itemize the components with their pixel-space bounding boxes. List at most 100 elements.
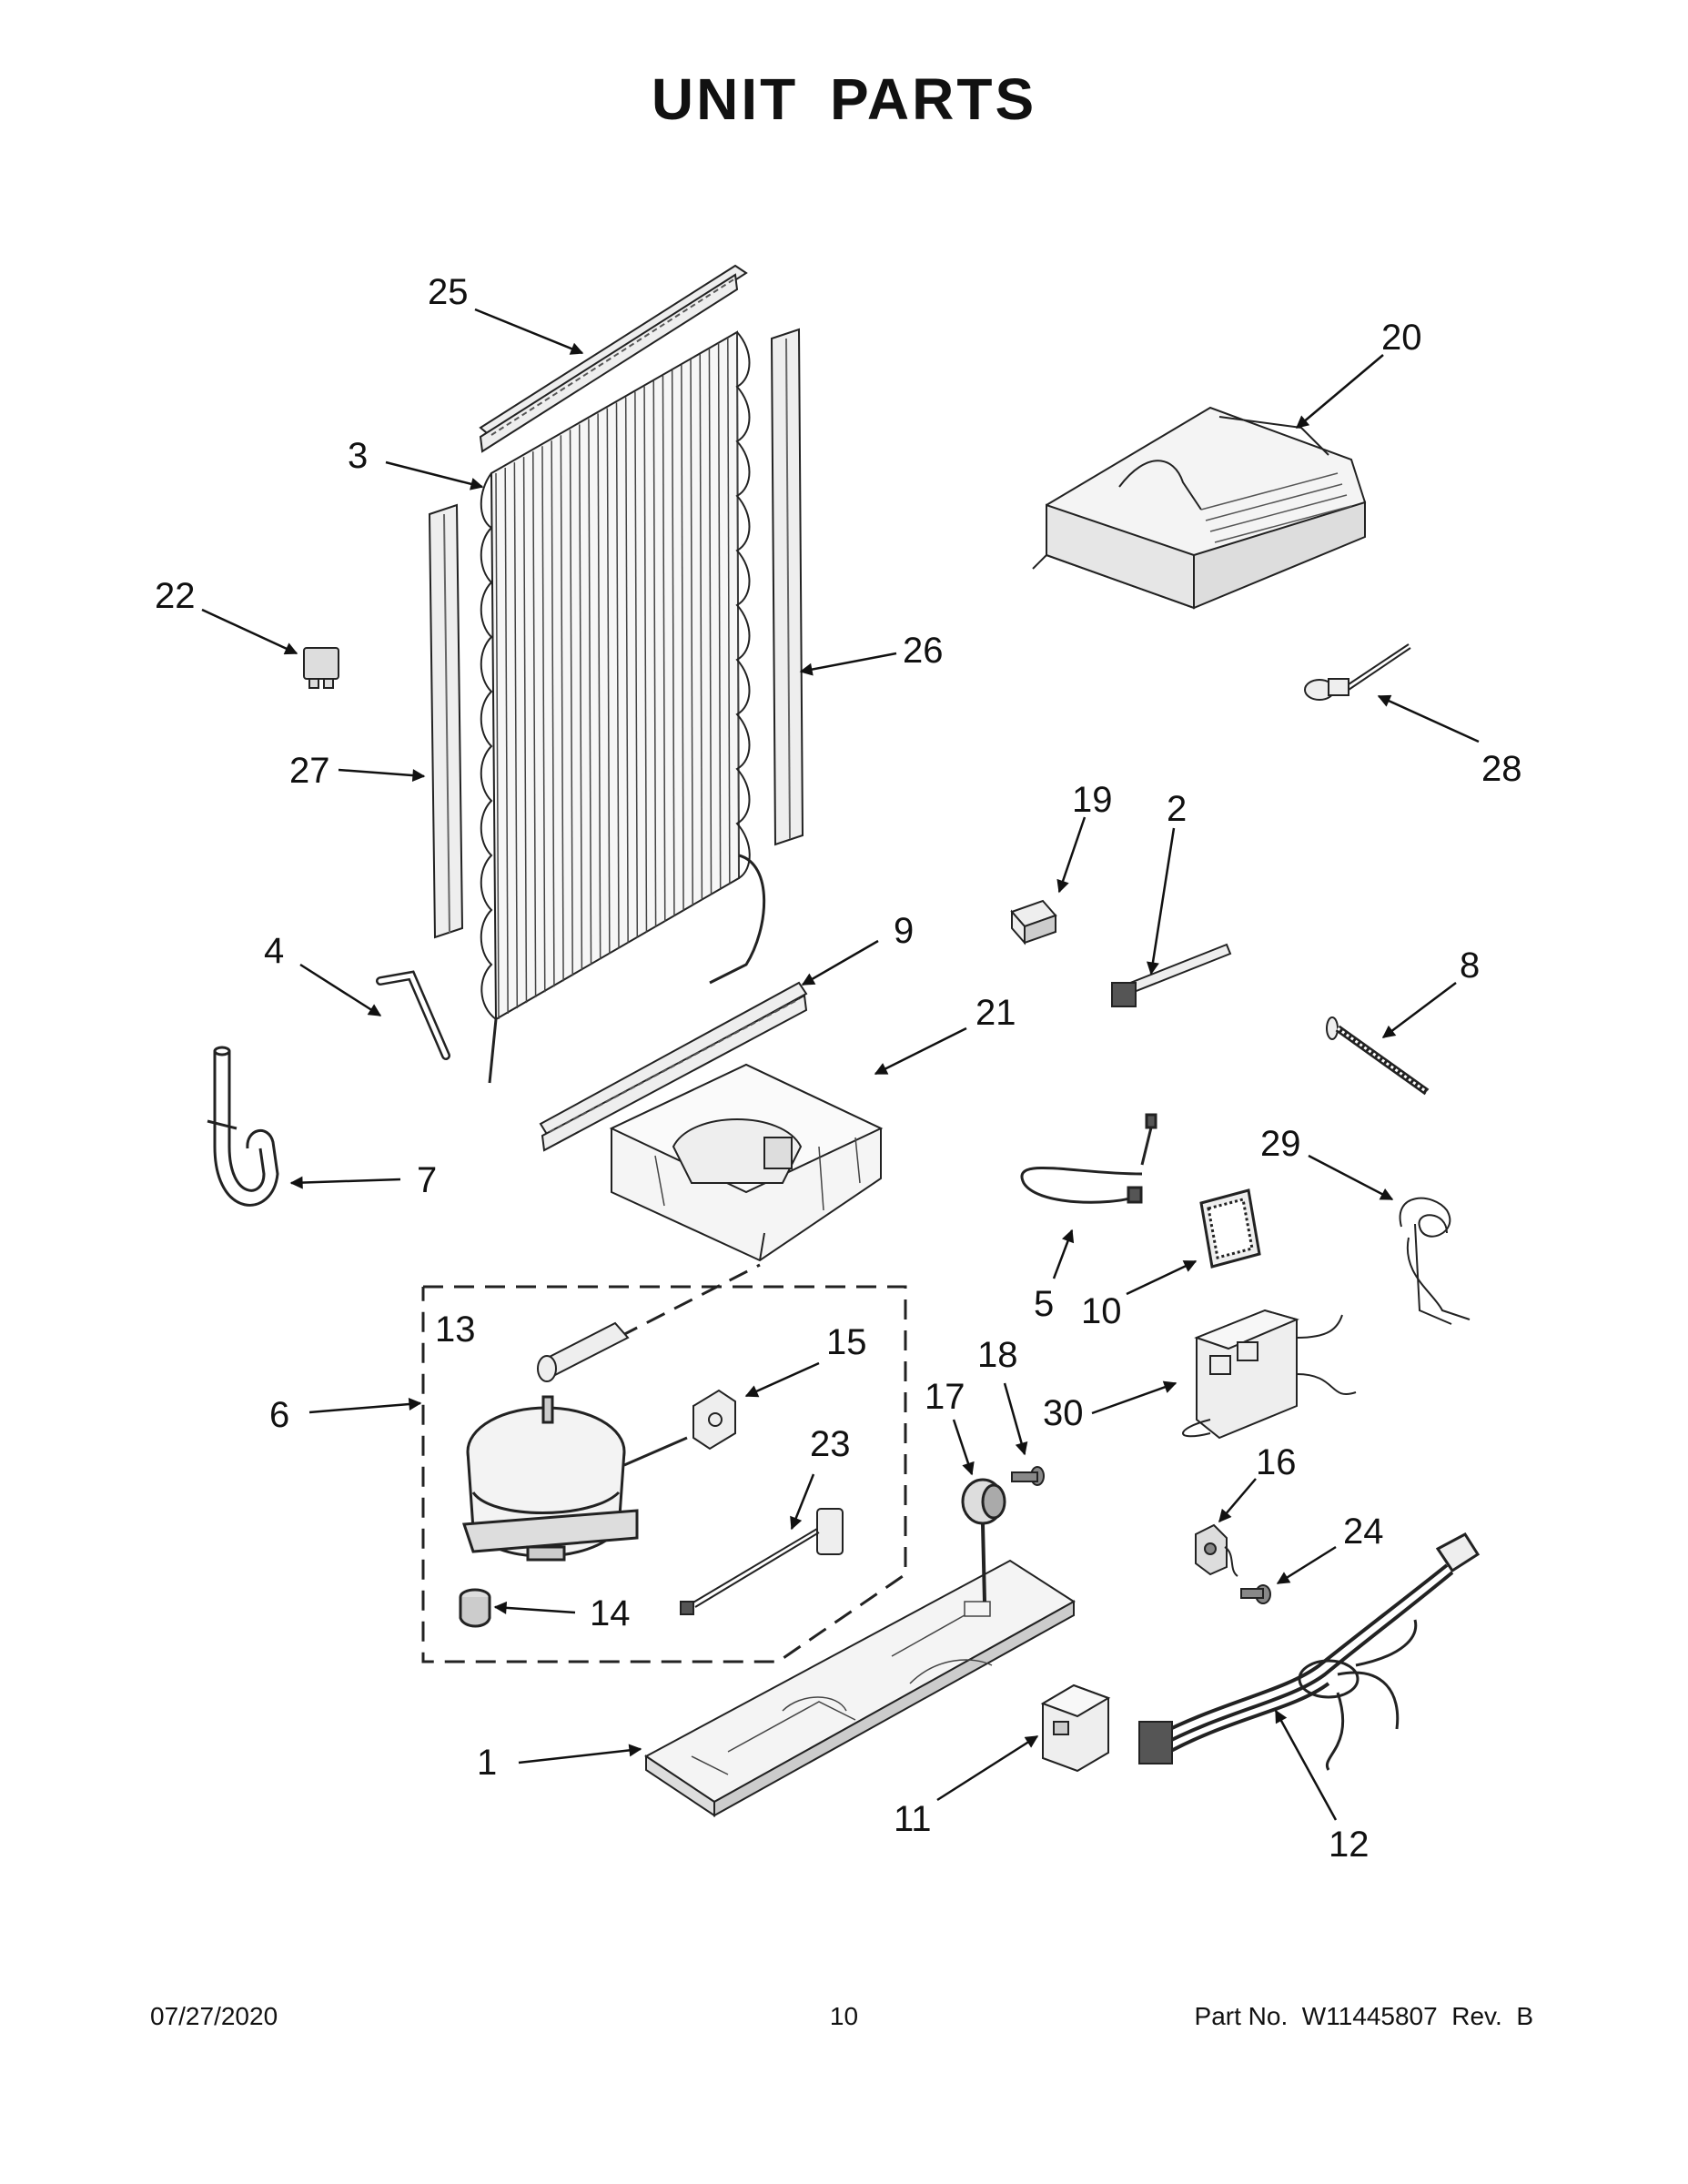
leader-23	[790, 1473, 815, 1531]
leader-6	[308, 1398, 422, 1414]
part-11-module	[1043, 1685, 1108, 1771]
leader-14	[493, 1601, 576, 1614]
leader-lines	[201, 308, 1480, 1821]
part-21-drain-pan	[612, 1065, 881, 1260]
part-8-screw-rod	[1327, 1017, 1427, 1092]
leader-3	[385, 460, 484, 490]
leader-26	[799, 652, 897, 676]
leader-11	[936, 1734, 1039, 1802]
part-18-screw	[1012, 1467, 1044, 1485]
callout-18: 18	[977, 1335, 1018, 1375]
part-20-evaporator-assembly	[1033, 408, 1365, 608]
leader-15	[744, 1361, 820, 1398]
coil-tube	[626, 398, 628, 944]
coil-tube	[580, 424, 582, 970]
part-4-l-tube-inner	[380, 976, 446, 1056]
part-7-u-tube	[207, 1047, 278, 1205]
part-2-cable-tie	[1112, 945, 1230, 1006]
callout-26: 26	[903, 631, 944, 671]
part-4-l-tube	[380, 976, 446, 1056]
callout-7: 7	[417, 1160, 437, 1200]
coil-tube	[662, 376, 664, 922]
leader-19	[1056, 816, 1087, 894]
part-12-wire-harness	[1139, 1534, 1478, 1770]
part-5-drain-tube	[1022, 1115, 1156, 1202]
callout-3: 3	[348, 436, 368, 476]
callout-15: 15	[826, 1322, 867, 1362]
leader-8	[1381, 982, 1457, 1038]
part-19-block	[1012, 901, 1056, 943]
part-9-bottom-rail	[541, 983, 806, 1150]
coil-tube	[571, 430, 573, 976]
leader-27	[338, 768, 426, 783]
part-16-bracket	[1196, 1525, 1238, 1576]
leader-22	[201, 608, 298, 655]
callout-29: 29	[1260, 1124, 1301, 1164]
leader-2	[1147, 827, 1176, 976]
callout-12: 12	[1329, 1825, 1370, 1865]
coil-tube	[505, 468, 508, 1014]
part-3-condenser-coil	[481, 332, 764, 1083]
leader-9	[801, 939, 879, 986]
callout-14: 14	[590, 1593, 631, 1633]
callout-20: 20	[1381, 318, 1422, 358]
callout-25: 25	[428, 272, 469, 312]
coil-tube	[589, 419, 591, 965]
coil-tube	[728, 338, 730, 884]
footer-page-number: 10	[829, 2002, 859, 2030]
callout-11: 11	[894, 1799, 932, 1839]
leader-28	[1377, 694, 1480, 743]
callout-24: 24	[1343, 1512, 1384, 1552]
coil-tube	[709, 349, 711, 895]
part-13-filter-drier	[538, 1323, 628, 1381]
leader-17	[952, 1419, 975, 1476]
part-15-relay	[693, 1390, 735, 1449]
part-14-grommet	[460, 1590, 490, 1626]
callout-1: 1	[477, 1743, 497, 1783]
leader-5	[1052, 1228, 1075, 1279]
coil-tube	[551, 440, 554, 986]
callout-16: 16	[1256, 1442, 1297, 1482]
callout-9: 9	[894, 911, 914, 951]
part-22-switch	[304, 648, 339, 688]
coil-tube	[598, 413, 601, 959]
page-title: UNIT PARTS	[651, 66, 1037, 132]
callout-27: 27	[289, 751, 330, 791]
callout-4: 4	[264, 931, 284, 971]
callout-labels: 25 3 22 26 27 20 28 19 2 8 9 4 21 7 29 5…	[155, 272, 1522, 1865]
callout-28: 28	[1481, 749, 1522, 789]
part-25-top-rail	[480, 266, 746, 451]
footer-date: 07/27/2020	[150, 2002, 278, 2030]
part-24-screw	[1241, 1585, 1270, 1603]
leader-29	[1308, 1154, 1394, 1201]
leader-24	[1276, 1545, 1337, 1585]
coil-tube	[691, 359, 692, 905]
part-27-left-rail	[430, 505, 462, 937]
coil-tube	[672, 370, 674, 916]
coil-tube	[533, 451, 536, 997]
coil-tube	[514, 462, 517, 1008]
coil-tube	[496, 473, 499, 1019]
coil-tube	[542, 446, 545, 992]
coil-tube	[561, 435, 563, 981]
callout-19: 19	[1072, 780, 1113, 820]
coil-tube	[644, 387, 646, 933]
leader-30	[1091, 1380, 1178, 1415]
leader-20	[1295, 354, 1384, 429]
callout-2: 2	[1167, 789, 1187, 829]
callout-6: 6	[269, 1395, 289, 1435]
callout-10: 10	[1081, 1291, 1122, 1331]
compressor	[464, 1397, 687, 1560]
part-26-right-rail	[772, 329, 803, 844]
coil-tube	[607, 408, 610, 954]
callout-8: 8	[1460, 945, 1480, 986]
coil-tube	[682, 365, 683, 911]
part-30-control-box	[1183, 1310, 1356, 1438]
leader-16	[1218, 1478, 1257, 1523]
leader-18	[1003, 1382, 1028, 1456]
callout-22: 22	[155, 576, 196, 616]
coil-tube	[617, 403, 620, 949]
coil-tube	[524, 457, 527, 1003]
part-17-grommet	[963, 1480, 1005, 1523]
